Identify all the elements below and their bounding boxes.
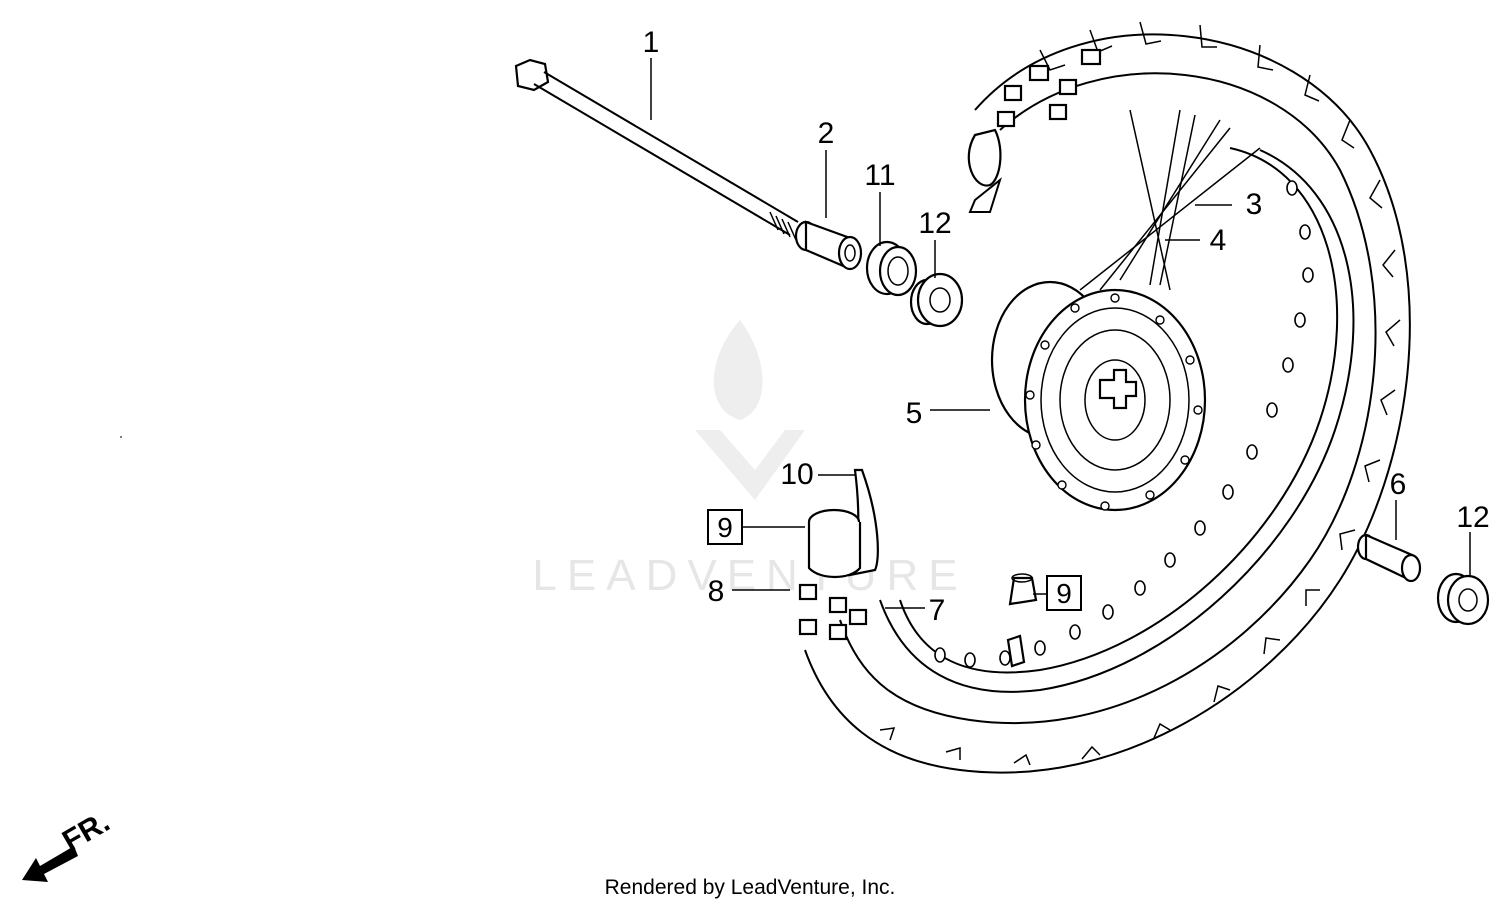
callout-6[interactable]: 6 (1390, 468, 1407, 501)
callout-5[interactable]: 5 (906, 397, 923, 430)
tube-part[interactable] (848, 128, 1002, 577)
callout-9b[interactable]: 9 (1056, 578, 1072, 609)
callout-10[interactable]: 10 (780, 458, 813, 491)
front-arrow-icon (22, 846, 78, 882)
callout-labels: 1 2 3 4 5 6 7 8 9 9 10 11 12 12 (643, 26, 1490, 627)
speck (120, 436, 122, 438)
callout-11[interactable]: 11 (864, 159, 895, 192)
hub-part[interactable] (990, 280, 1207, 512)
bearing-upper-part[interactable] (909, 272, 964, 328)
watermark: LEADVENTURE (532, 320, 967, 600)
axle-part[interactable] (514, 58, 799, 241)
callout-8[interactable]: 8 (708, 575, 725, 608)
footer-credit: Rendered by LeadVenture, Inc. (604, 876, 896, 899)
spacer-part[interactable] (1356, 533, 1422, 583)
collar-part[interactable] (794, 220, 863, 271)
callout-7[interactable]: 7 (929, 594, 946, 627)
valve-stem (1006, 634, 1026, 668)
watermark-text: LEADVENTURE (532, 551, 967, 600)
bearing-lower-part[interactable] (1436, 572, 1490, 626)
spokes-part[interactable] (1079, 109, 1261, 291)
callout-2[interactable]: 2 (818, 117, 835, 150)
callout-1[interactable]: 1 (643, 26, 660, 59)
callout-12b[interactable]: 12 (1456, 501, 1489, 534)
callout-3[interactable]: 3 (1246, 188, 1263, 221)
leader-lines (650, 58, 1471, 609)
callout-4[interactable]: 4 (1210, 224, 1227, 257)
tube-valve-part[interactable] (807, 508, 862, 579)
front-direction-indicator: FR. (22, 805, 115, 882)
callout-9a[interactable]: 9 (717, 512, 733, 543)
dust-seal-part[interactable] (865, 240, 918, 297)
front-label: FR. (57, 805, 115, 858)
callout-9a-box (707, 509, 743, 545)
rim-part[interactable] (879, 147, 1355, 693)
callout-12a[interactable]: 12 (918, 207, 951, 240)
valve-cap-part[interactable] (1008, 573, 1038, 606)
callout-9b-box (1046, 575, 1082, 611)
